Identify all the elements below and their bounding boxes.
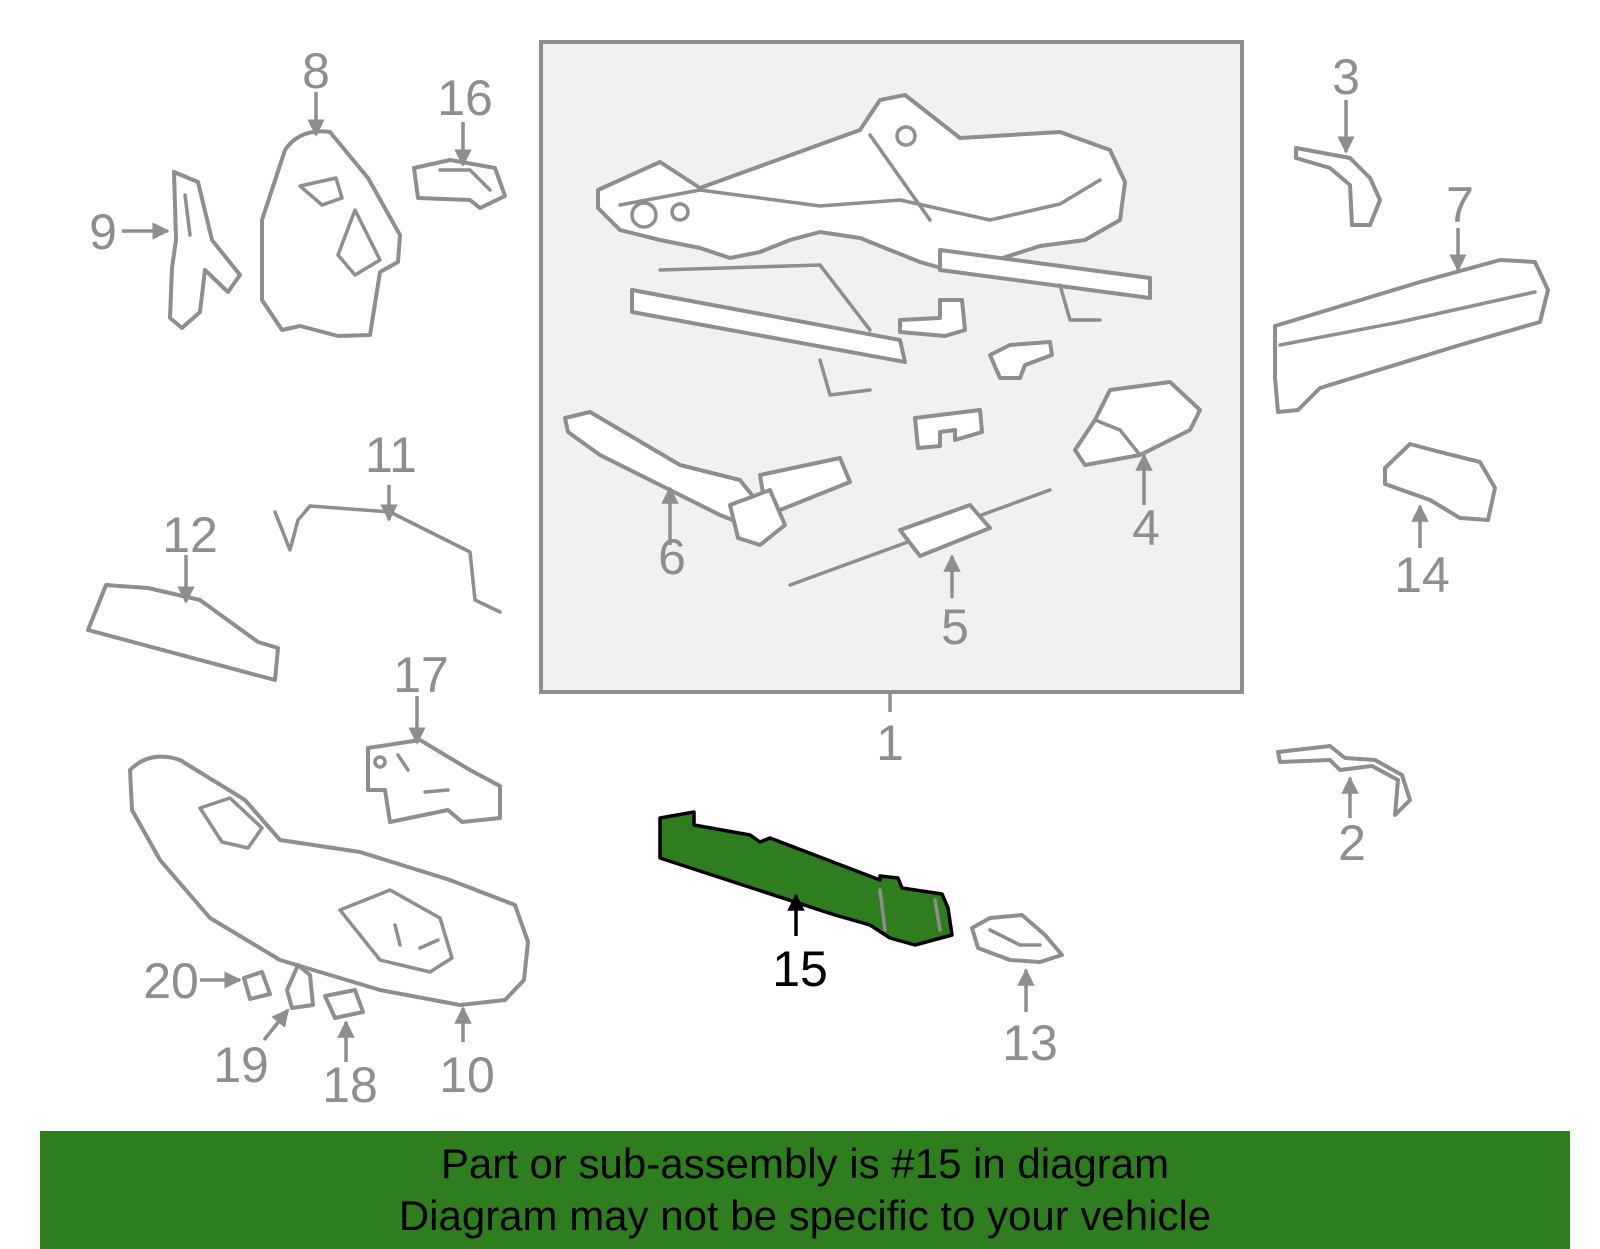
part-9-bracket: [168, 170, 242, 330]
part-18-knob: [323, 988, 365, 1020]
callout-8: 8: [302, 43, 330, 99]
part-13-clip: [970, 913, 1064, 964]
callout-17: 17: [393, 647, 449, 703]
seat-frame-drawing: [596, 93, 1152, 397]
banner-line-2: Diagram may not be specific to your vehi…: [398, 1192, 1212, 1239]
part-12-inner-trim: [86, 583, 280, 682]
callout-9: 9: [89, 204, 117, 260]
callout-20: 20: [143, 953, 199, 1009]
seat-adjuster-inset: 6 5 4: [539, 40, 1244, 694]
callout-4: 4: [1132, 500, 1160, 556]
part-3-bracket: [1294, 146, 1382, 227]
callout-2: 2: [1338, 815, 1366, 871]
part-20-knob: [242, 970, 272, 1001]
callout-5: 5: [941, 599, 969, 655]
callout-13: 13: [1002, 1015, 1058, 1071]
part-14-cover: [1383, 442, 1497, 522]
banner-line-1: Part or sub-assembly is #15 in diagram: [440, 1140, 1170, 1187]
callout-15: 15: [772, 941, 828, 997]
info-banner: Part or sub-assembly is #15 in diagram D…: [40, 1131, 1570, 1249]
part-7-outer-trim: [1273, 258, 1550, 414]
clip-c: [913, 408, 984, 450]
callout-18: 18: [322, 1057, 378, 1113]
part-6-recliner-motor: [563, 410, 852, 547]
callout-14: 14: [1394, 547, 1450, 603]
part-2-bracket: [1276, 744, 1412, 817]
part-8-side-shield: [260, 129, 402, 338]
clip-a: [898, 298, 967, 338]
callout-12: 12: [162, 507, 218, 563]
part-16-clip: [412, 158, 507, 210]
part-11-cable: [273, 504, 502, 614]
callout-1: 1: [876, 715, 904, 771]
callout-6: 6: [658, 529, 686, 585]
callout-10: 10: [439, 1047, 495, 1103]
callout-19: 19: [213, 1037, 269, 1093]
part-17-switch-bracket: [366, 738, 502, 824]
part-19-knob: [285, 963, 315, 1010]
callout-16: 16: [437, 70, 493, 126]
callout-3: 3: [1332, 49, 1360, 105]
clip-b: [988, 340, 1054, 380]
part-5-adjuster-motor: [788, 488, 1052, 587]
part-15-highlighted[interactable]: [658, 810, 954, 947]
callout-7: 7: [1446, 177, 1474, 233]
callout-11: 11: [365, 427, 417, 483]
